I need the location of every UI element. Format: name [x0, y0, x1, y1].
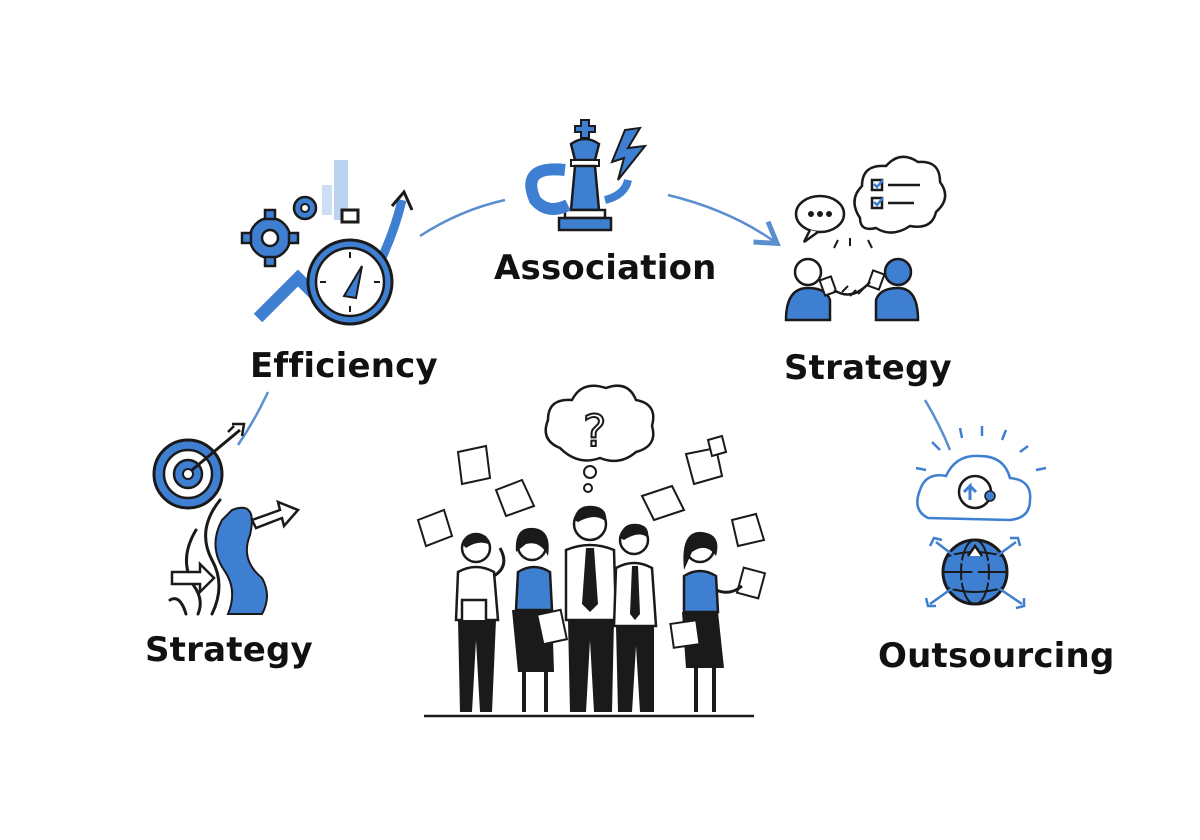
connector-strategy-outsourcing	[923, 399, 952, 451]
label-strategy-left: Strategy	[145, 630, 313, 670]
label-association: Association	[494, 248, 717, 288]
connector-efficiency-strategy	[236, 391, 270, 446]
connector-efficiency-association	[419, 198, 506, 238]
svg-text:?: ?	[583, 406, 606, 457]
connector-association-strategy	[667, 193, 781, 247]
label-efficiency: Efficiency	[250, 346, 438, 386]
label-strategy-right: Strategy	[784, 348, 952, 388]
label-outsourcing: Outsourcing	[878, 636, 1115, 676]
